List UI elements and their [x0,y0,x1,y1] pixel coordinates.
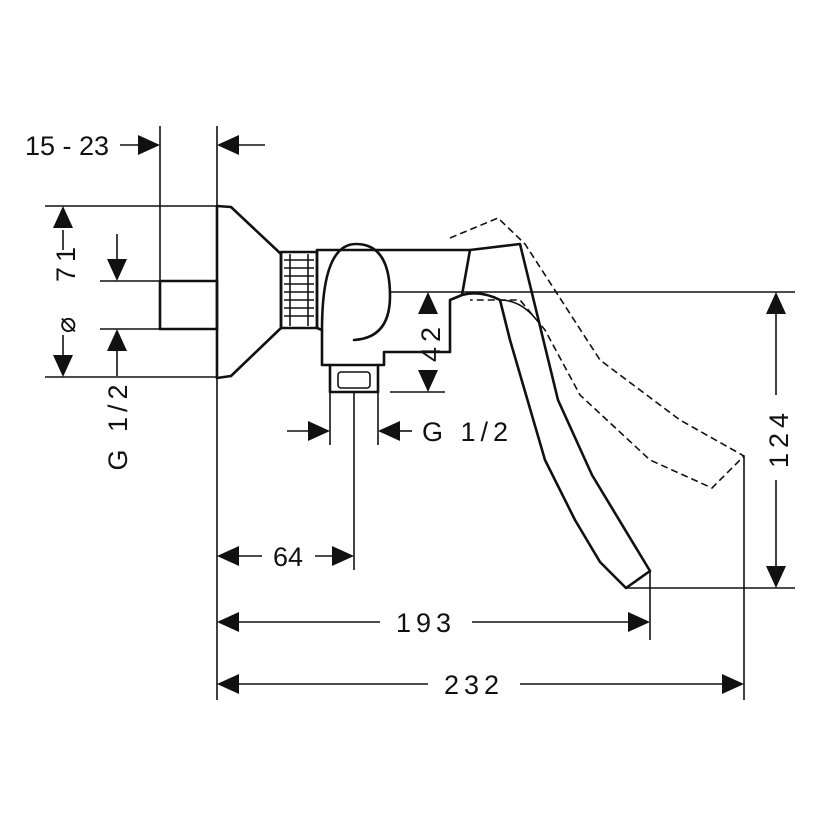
inlet-thread-label: G 1/2 [103,379,133,470]
outlet-height-label: 42 [416,322,446,362]
lever-height-label: 124 [764,408,794,468]
rosette [215,204,283,380]
extension-lines [45,126,795,700]
mixer-body [158,204,746,590]
lever [460,242,652,590]
cartridge-dome [320,242,392,342]
diameter-symbol: ⌀ [51,317,81,333]
overall-length-label: 232 [444,670,504,700]
dimension-lines [53,135,786,694]
outlet-thread-label: G 1/2 [422,417,513,447]
outlet-nut-inner [337,371,371,389]
valve-body [315,248,472,367]
lever-reach-label: 193 [396,608,456,638]
inlet-stub [158,279,219,331]
lever-detail [499,299,536,319]
nut-knurling [284,254,314,326]
wall-range-label: 15 - 23 [25,131,109,161]
rosette-diameter-label: 71 [51,242,81,282]
outlet-offset-label: 64 [273,542,303,572]
lever-alternate-position [449,217,746,489]
